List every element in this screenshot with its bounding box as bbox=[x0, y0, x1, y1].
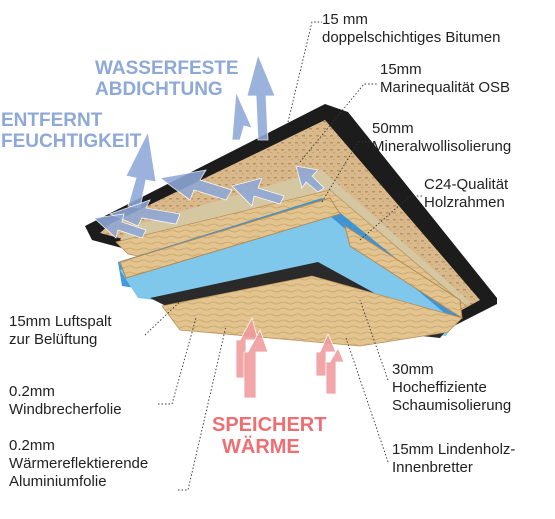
callout-line-bitumen bbox=[287, 21, 322, 123]
label-foam: 30mm Hocheffiziente Schaumisolierung bbox=[392, 361, 511, 415]
label-wool: 50mm Mineralwollisolierung bbox=[372, 120, 511, 156]
timber-beam-front bbox=[119, 197, 341, 279]
callout-line-foil bbox=[178, 325, 227, 491]
label-foam-line3: Schaumisolierung bbox=[392, 397, 512, 414]
callout-line-wool bbox=[321, 141, 370, 203]
label-lining-line1: 15mm Lindenholz- bbox=[392, 441, 516, 458]
callout-line-wind bbox=[158, 317, 197, 405]
roof-layers bbox=[85, 104, 497, 347]
label-wool-line1: 50mm bbox=[372, 120, 414, 137]
headline-waterproof: WASSERFESTE ABDICHTUNG bbox=[95, 58, 239, 100]
label-wind-membrane: 0.2mm Windbrecherfolie bbox=[9, 383, 122, 419]
label-osb-line1: 15mm bbox=[380, 61, 422, 78]
label-bitumen-line2: doppelschichtiges Bitumen bbox=[322, 29, 501, 46]
label-air-gap-line1: 15mm Luftspalt bbox=[9, 313, 112, 330]
label-lining-line2: Innenbretter bbox=[392, 459, 473, 476]
label-foil-line2: Wärmereflektierende bbox=[9, 455, 149, 472]
label-foil-line3: Aluminiumfolie bbox=[9, 473, 107, 490]
label-foam-line2: Hocheffiziente bbox=[392, 379, 487, 396]
label-foil: 0.2mm Wärmereflektierende Aluminiumfolie bbox=[9, 437, 148, 491]
label-wool-line2: Mineralwollisolierung bbox=[372, 138, 512, 155]
lining-boards bbox=[161, 275, 463, 347]
label-lining: 15mm Lindenholz- Innenbretter bbox=[392, 441, 515, 477]
moisture-arrow-icon bbox=[159, 169, 233, 201]
headline-waterproof-line1: WASSERFESTE bbox=[95, 58, 239, 79]
moisture-arrow-icon bbox=[231, 91, 253, 141]
callout-line-timber bbox=[359, 195, 422, 241]
headline-heat: SPEICHERT WÄRME bbox=[212, 414, 326, 458]
label-timber-line1: C24-Qualität bbox=[424, 176, 509, 193]
moisture-arrow-icon bbox=[246, 53, 276, 141]
timber-beam-side bbox=[344, 224, 463, 319]
moisture-arrow-icon bbox=[295, 165, 325, 193]
moisture-arrow-icon bbox=[93, 213, 147, 239]
headline-moisture-line2: FEUCHTIGKEIT bbox=[1, 131, 142, 152]
headline-waterproof-line2: ABDICHTUNG bbox=[95, 79, 223, 100]
label-air-gap: 15mm Luftspalt zur Belüftung bbox=[9, 313, 112, 349]
label-wind-line1: 0.2mm bbox=[9, 383, 55, 400]
callout-line-lining bbox=[345, 337, 389, 463]
label-timber-line2: Holzrahmen bbox=[424, 194, 505, 211]
headline-heat-line1: SPEICHERT bbox=[212, 414, 327, 436]
label-wind-line2: Windbrecherfolie bbox=[9, 401, 122, 418]
moisture-arrow-icon bbox=[231, 177, 285, 207]
label-foil-line1: 0.2mm bbox=[9, 437, 55, 454]
callout-line-foam bbox=[359, 299, 389, 381]
label-timber: C24-Qualität Holzrahmen bbox=[424, 176, 508, 212]
headline-moisture: ENTFERNT FEUCHTIGKEIT bbox=[1, 110, 141, 152]
label-bitumen: 15 mm doppelschichtiges Bitumen bbox=[322, 11, 500, 47]
label-osb: 15mm Marinequalität OSB bbox=[380, 61, 510, 97]
label-bitumen-line1: 15 mm bbox=[322, 11, 368, 28]
headline-moisture-line1: ENTFERNT bbox=[1, 110, 103, 131]
arrows-layer bbox=[93, 53, 345, 399]
heat-arrow-icon bbox=[243, 329, 269, 399]
headline-heat-line2: WÄRME bbox=[222, 436, 300, 458]
label-osb-line2: Marinequalität OSB bbox=[380, 79, 511, 96]
label-foam-line1: 30mm bbox=[392, 361, 434, 378]
callout-lines bbox=[144, 21, 422, 491]
label-air-gap-line2: zur Belüftung bbox=[9, 331, 98, 348]
heat-arrow-icon bbox=[325, 347, 345, 395]
moisture-arrow-icon bbox=[108, 199, 181, 227]
